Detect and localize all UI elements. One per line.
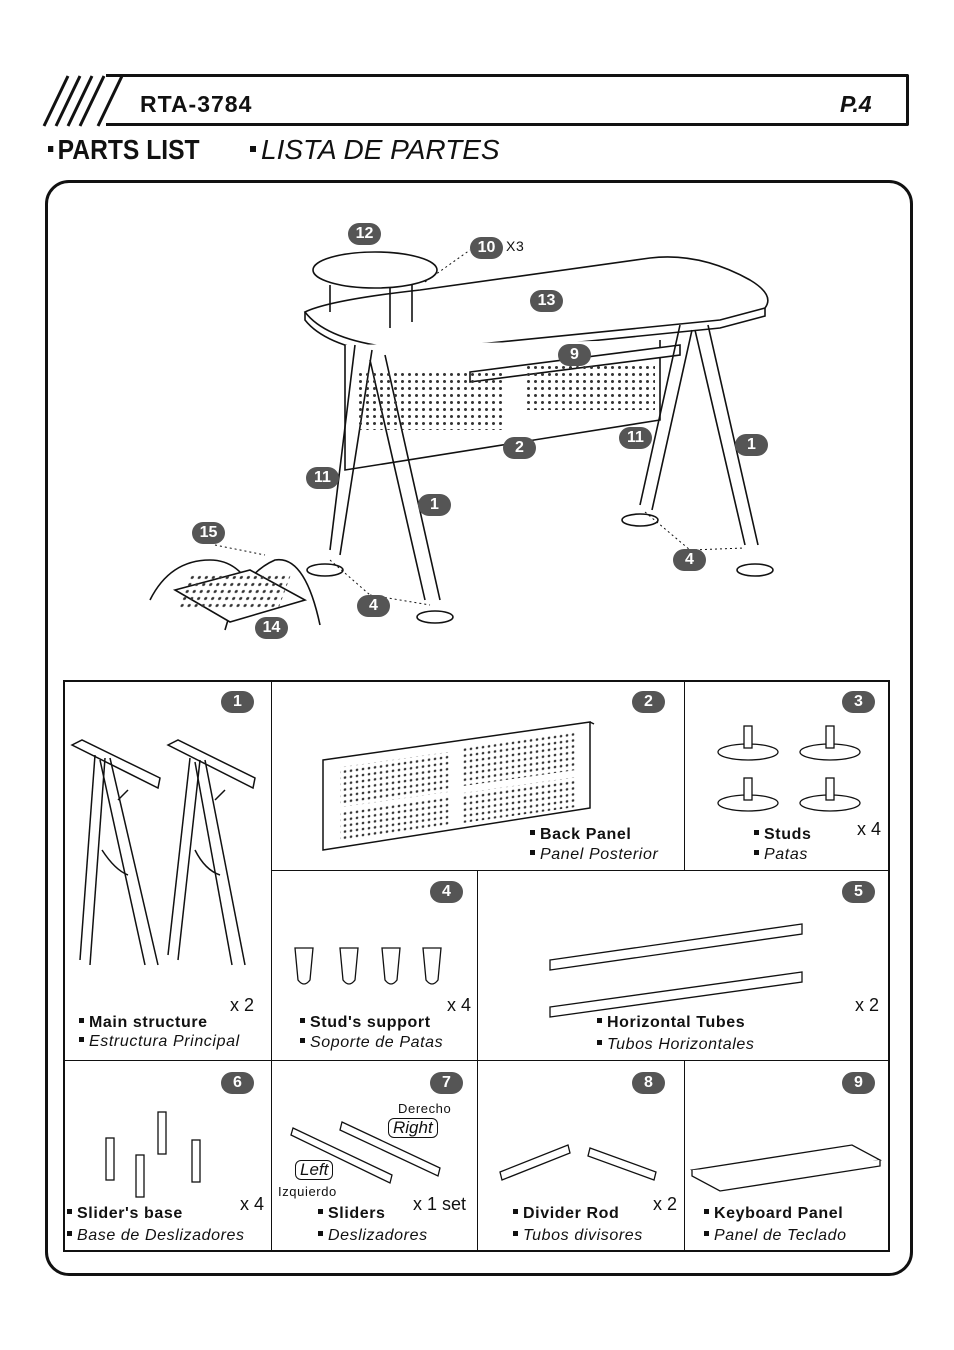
part-label-es-9: Panel de Teclado <box>704 1227 847 1245</box>
slider-right-en: Right <box>388 1118 438 1138</box>
part-badge-7: 7 <box>430 1072 463 1094</box>
part-label-en-8: Divider Rod <box>513 1205 619 1223</box>
callout-2: 2 <box>503 437 536 459</box>
part-qty-5: x 2 <box>855 995 880 1015</box>
callout-11-left: 11 <box>306 467 339 489</box>
part-label-en-4: Stud's support <box>300 1014 431 1032</box>
part-label-en-7: Sliders <box>318 1205 386 1223</box>
part-label-en-1: Main structure <box>79 1014 208 1032</box>
slider-right-es: Derecho <box>398 1101 452 1116</box>
callout-1-right: 1 <box>735 434 768 456</box>
part-cell-9 <box>684 1060 889 1251</box>
part-qty-7: x 1 set <box>413 1194 467 1214</box>
model-number: RTA-3784 <box>140 91 253 117</box>
header-box <box>106 74 909 126</box>
part-badge-8: 8 <box>632 1072 665 1094</box>
callout-10: 10 <box>470 237 503 259</box>
callout-12: 12 <box>348 223 381 245</box>
part-label-es-3: Patas <box>754 846 808 864</box>
callout-1-left: 1 <box>418 494 451 516</box>
part-qty-4: x 4 <box>447 995 472 1015</box>
section-title-en: PARTS LIST <box>48 134 200 166</box>
part-badge-5: 5 <box>842 881 875 903</box>
callout-15: 15 <box>192 522 225 544</box>
part-qty-6: x 4 <box>240 1194 265 1214</box>
part-badge-6: 6 <box>221 1072 254 1094</box>
part-label-en-9: Keyboard Panel <box>704 1205 843 1223</box>
part-label-en-2: Back Panel <box>530 826 631 844</box>
part-label-es-5: Tubos Horizontales <box>597 1036 754 1054</box>
part-badge-4: 4 <box>430 881 463 903</box>
callout-10-qty: X3 <box>506 238 525 254</box>
part-label-en-5: Horizontal Tubes <box>597 1014 745 1032</box>
header-stripes-icon <box>42 75 124 127</box>
parts-grid <box>63 680 890 1252</box>
part-label-es-7: Deslizadores <box>318 1227 428 1245</box>
page-number: P.4 <box>840 91 872 117</box>
section-title-es: LISTA DE PARTES <box>250 134 500 166</box>
part-label-es-2: Panel Posterior <box>530 846 658 864</box>
callout-4-left: 4 <box>357 595 390 617</box>
part-label-es-8: Tubos divisores <box>513 1227 643 1245</box>
callout-11-right: 11 <box>619 427 652 449</box>
slider-left-es: Izquierdo <box>278 1184 337 1199</box>
part-label-es-4: Soporte de Patas <box>300 1034 443 1052</box>
part-label-en-6: Slider's base <box>67 1205 183 1223</box>
callout-9: 9 <box>558 344 591 366</box>
content-frame <box>45 180 913 1276</box>
callout-14: 14 <box>255 617 288 639</box>
slider-left-en: Left <box>295 1160 334 1180</box>
part-badge-9: 9 <box>842 1072 875 1094</box>
part-qty-3: x 4 <box>857 819 882 839</box>
part-label-es-6: Base de Deslizadores <box>67 1227 245 1245</box>
part-badge-2: 2 <box>632 691 665 713</box>
part-badge-3: 3 <box>842 691 875 713</box>
part-label-es-1: Estructura Principal <box>79 1033 240 1051</box>
callout-13: 13 <box>530 290 563 312</box>
callout-4-right: 4 <box>673 549 706 571</box>
part-qty-8: x 2 <box>653 1194 678 1214</box>
part-badge-1: 1 <box>221 691 254 713</box>
part-qty-1: x 2 <box>230 995 255 1015</box>
part-label-en-3: Studs <box>754 826 811 844</box>
